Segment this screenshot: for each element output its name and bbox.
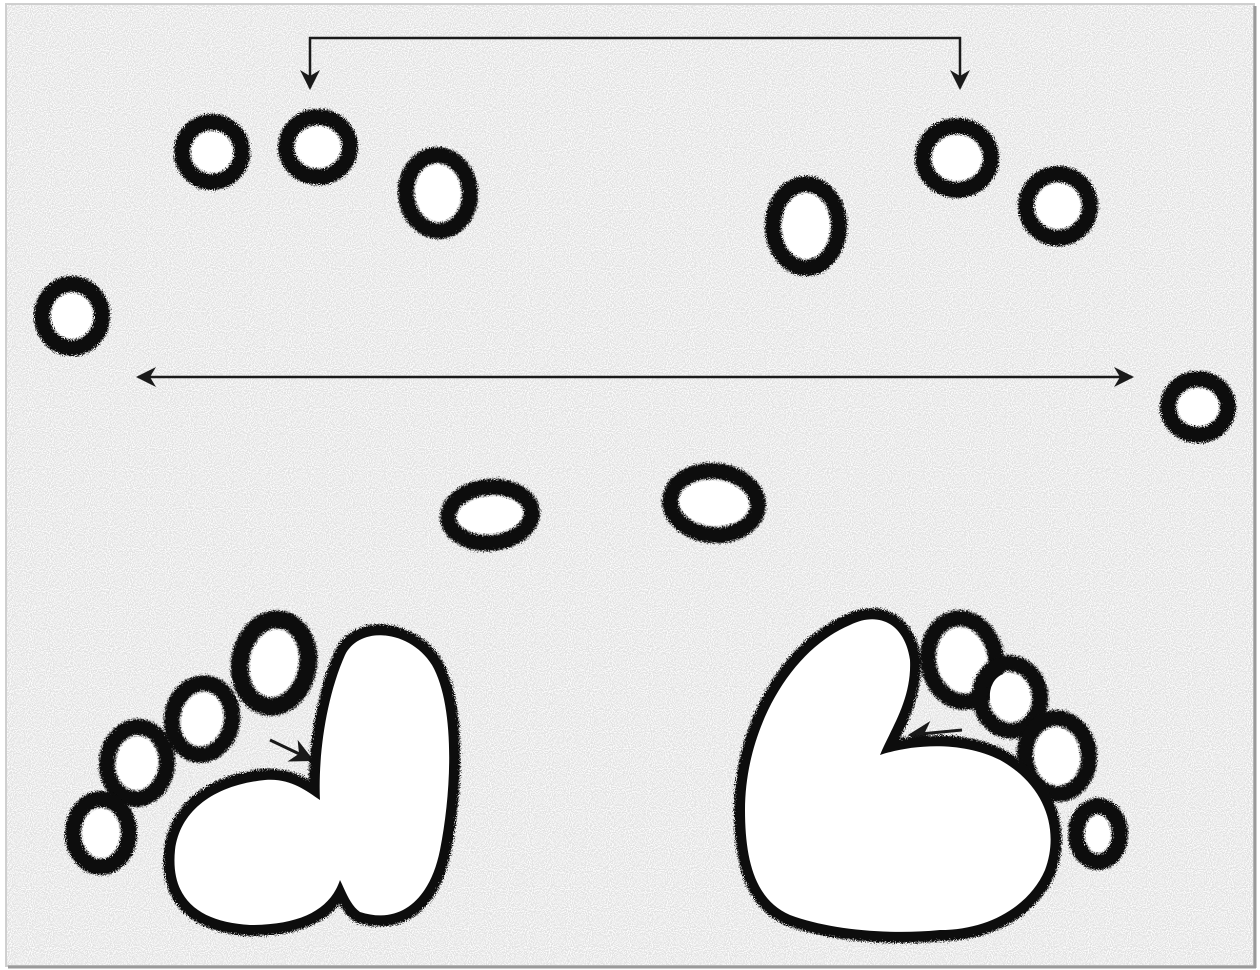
ring-print <box>446 483 535 546</box>
toe-print <box>166 678 238 759</box>
ring-print <box>667 467 760 538</box>
